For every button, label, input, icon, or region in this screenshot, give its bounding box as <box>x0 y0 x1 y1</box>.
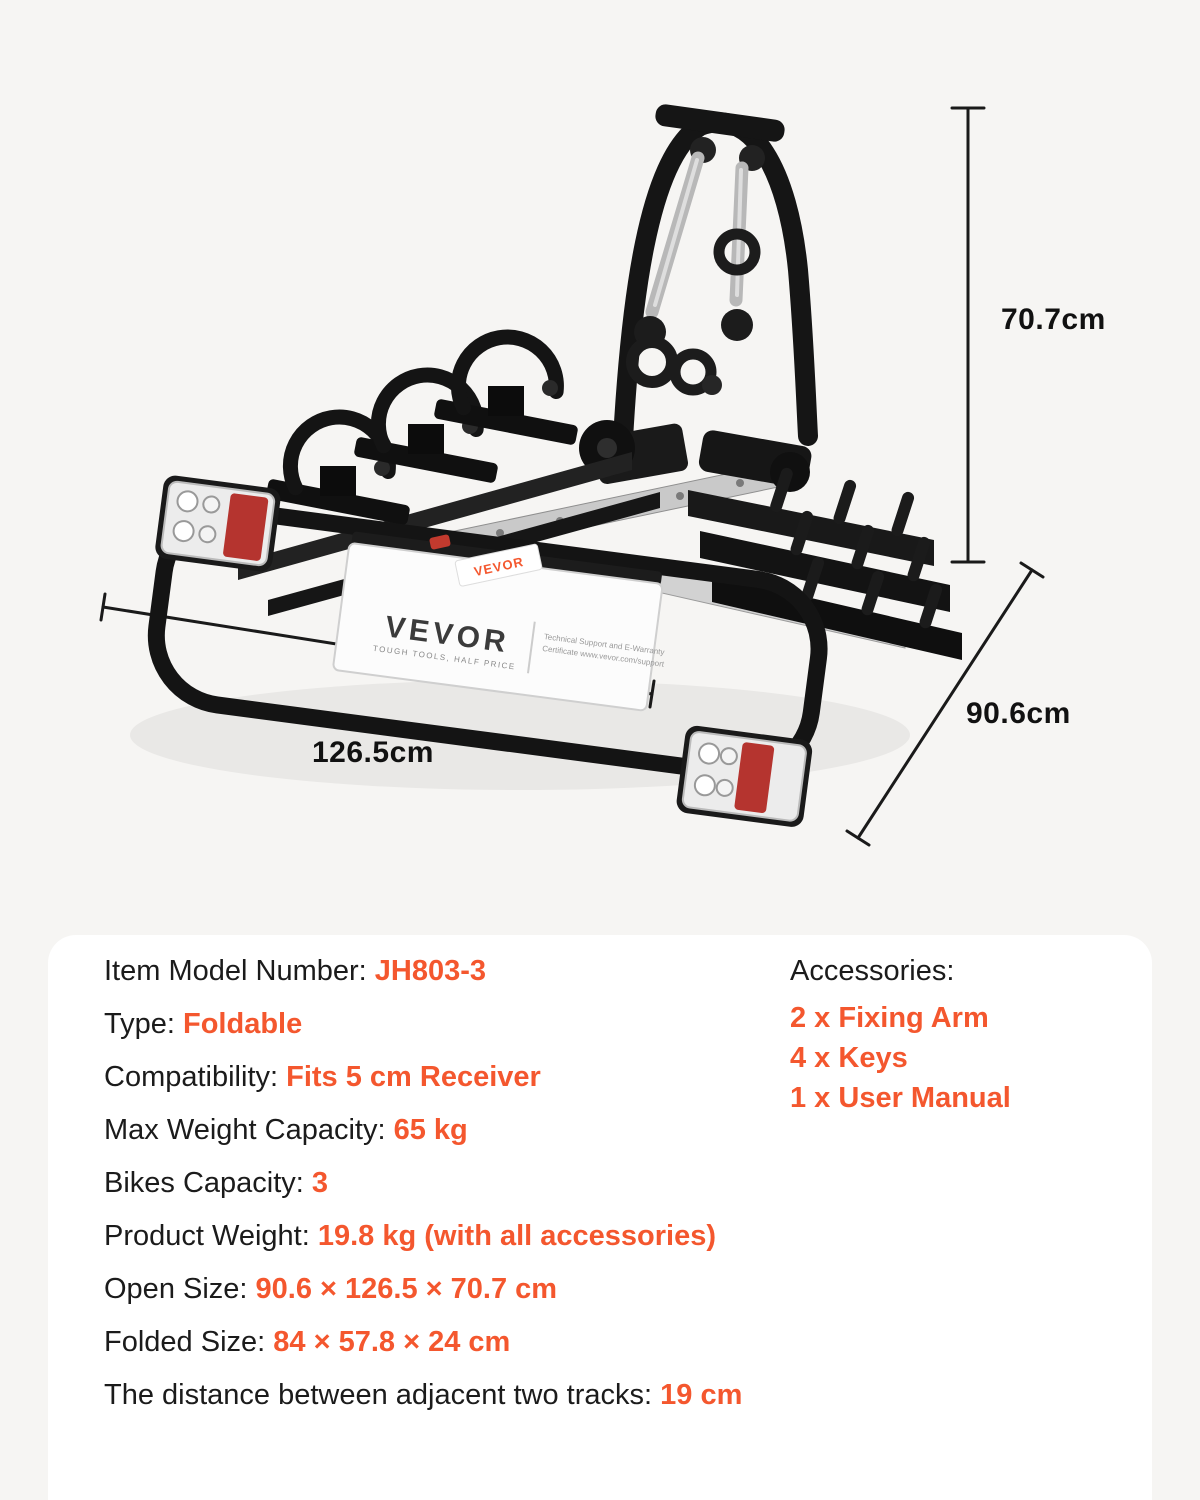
spec-label: The distance between adjacent two tracks… <box>104 1379 661 1411</box>
dimension-label-height: 70.7cm <box>1001 303 1106 336</box>
spec-row-model: Item Model Number: JH803-3 <box>104 945 742 998</box>
clamp-knob <box>702 375 722 395</box>
spec-row-max-weight: Max Weight Capacity: 65 kg <box>104 1104 742 1157</box>
spec-value: 84 × 57.8 × 24 cm <box>273 1326 511 1358</box>
wheel-arch <box>266 409 410 525</box>
accessory-item: 1 x User Manual <box>790 1082 1011 1114</box>
wheel-arch <box>354 367 498 483</box>
spec-value: 19.8 kg (with all accessories) <box>317 1220 717 1252</box>
spec-row-track-distance: The distance between adjacent two tracks… <box>104 1369 742 1422</box>
spec-value: 65 kg <box>393 1114 468 1146</box>
bike-rack-illustration: VEVOR TOUGH TOOLS, HALF PRICE Technical … <box>99 104 1045 847</box>
spec-row-type: Type: Foldable <box>104 998 742 1051</box>
spec-value: Foldable <box>183 1008 303 1040</box>
spec-row-compatibility: Compatibility: Fits 5 cm Receiver <box>104 1051 742 1104</box>
wheel-arch <box>434 329 578 445</box>
spec-value: 19 cm <box>660 1379 743 1411</box>
spec-value: Fits 5 cm Receiver <box>286 1061 541 1093</box>
accessories-list: Accessories: 2 x Fixing Arm 4 x Keys 1 x… <box>790 945 1011 1118</box>
spec-value: 3 <box>311 1167 329 1199</box>
clamp-ring <box>669 348 717 396</box>
mast <box>612 104 818 468</box>
spec-card: Item Model Number: JH803-3 Type: Foldabl… <box>48 935 1152 1500</box>
tail-light-left <box>155 475 281 572</box>
spec-value: JH803-3 <box>374 955 487 987</box>
spec-row-folded-size: Folded Size: 84 × 57.8 × 24 cm <box>104 1316 742 1369</box>
spec-list: Item Model Number: JH803-3 Type: Foldabl… <box>104 945 742 1422</box>
spec-label: Compatibility: <box>104 1061 287 1093</box>
clamp-ring <box>713 228 761 276</box>
spec-label: Folded Size: <box>104 1326 274 1358</box>
spec-label: Max Weight Capacity: <box>104 1114 394 1146</box>
spec-label: Product Weight: <box>104 1220 318 1252</box>
tail-light-right <box>676 725 813 827</box>
dimension-label-depth: 90.6cm <box>966 697 1071 730</box>
red-lever <box>429 534 451 550</box>
clamp-knob <box>721 309 753 341</box>
spec-label: Item Model Number: <box>104 955 375 987</box>
hero-section: VEVOR TOUGH TOOLS, HALF PRICE Technical … <box>99 104 1106 847</box>
accessories-title: Accessories: <box>790 955 955 987</box>
spec-row-product-weight: Product Weight: 19.8 kg (with all access… <box>104 1210 742 1263</box>
dimension-label-width: 126.5cm <box>312 736 434 769</box>
accessory-item: 2 x Fixing Arm <box>790 1002 989 1034</box>
spec-value: 90.6 × 126.5 × 70.7 cm <box>255 1273 558 1305</box>
folding-hinge <box>579 420 812 492</box>
spec-row-open-size: Open Size: 90.6 × 126.5 × 70.7 cm <box>104 1263 742 1316</box>
clamp-ring <box>626 336 678 388</box>
fixing-arms <box>626 151 761 396</box>
spec-label: Type: <box>104 1008 183 1040</box>
wheel-trays-right <box>688 467 962 660</box>
beam-sticker: VEVOR <box>454 543 543 587</box>
spec-label: Open Size: <box>104 1273 256 1305</box>
spec-row-bikes-capacity: Bikes Capacity: 3 <box>104 1157 742 1210</box>
accessory-item: 4 x Keys <box>790 1042 908 1074</box>
spec-label: Bikes Capacity: <box>104 1167 312 1199</box>
bumper-frame <box>147 502 828 782</box>
